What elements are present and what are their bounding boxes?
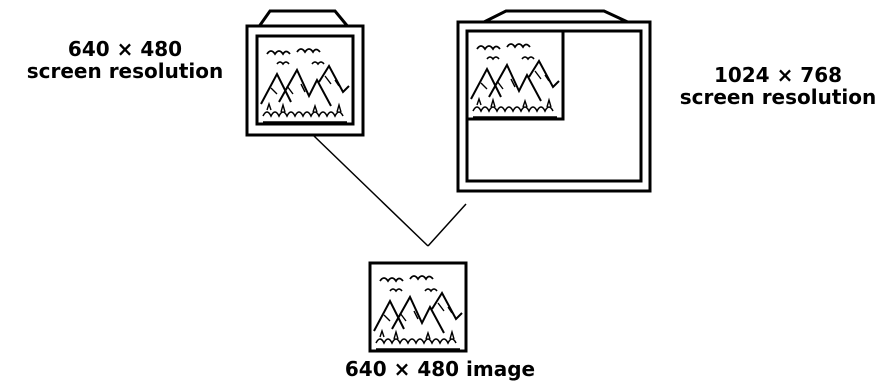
connector-line-right <box>427 203 467 247</box>
large-screen-caption: 1024 × 768 screen resolution <box>662 64 894 108</box>
large-monitor <box>456 9 652 193</box>
small-screen-resolution-label: screen resolution <box>26 59 224 83</box>
small-monitor-stand <box>256 9 351 29</box>
large-monitor-landscape-picture-icon <box>465 29 565 121</box>
connector-lines <box>313 135 467 247</box>
source-image-label: 640 × 480 image <box>344 357 536 381</box>
source-image <box>368 261 468 353</box>
small-monitor-landscape-picture-icon <box>255 34 355 126</box>
large-monitor-stand <box>479 9 633 26</box>
large-screen-resolution-label: screen resolution <box>679 85 877 109</box>
source-landscape-picture-icon <box>368 261 468 353</box>
small-monitor <box>245 9 365 137</box>
source-image-caption: 640 × 480 image <box>300 358 580 380</box>
large-screen-size-label: 1024 × 768 <box>713 63 843 87</box>
small-screen-size-label: 640 × 480 <box>67 37 183 61</box>
small-screen-caption: 640 × 480 screen resolution <box>5 38 245 82</box>
connector-line-left <box>313 135 429 247</box>
